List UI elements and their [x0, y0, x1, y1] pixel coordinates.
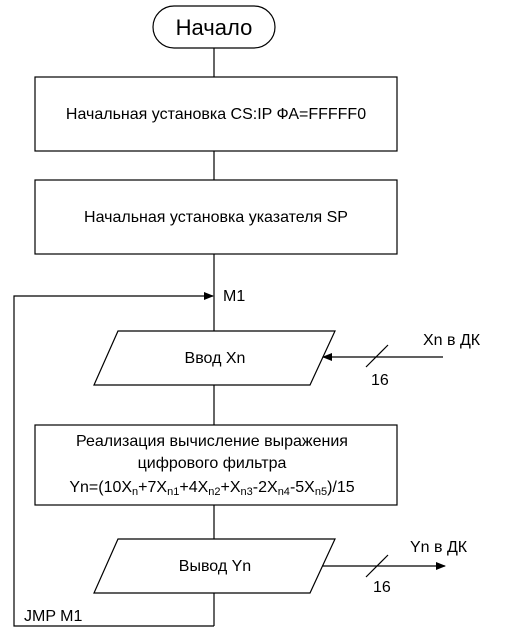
output-label: Вывод Yn: [179, 558, 251, 575]
formula-part: +X: [221, 479, 241, 496]
output-parallelogram: [93, 538, 336, 594]
formula-part: +4X: [179, 479, 208, 496]
formula-part: -2X: [253, 479, 278, 496]
filter-calc-block: [34, 424, 398, 506]
jump-loop-line: [13, 292, 214, 627]
formula-subscript: n5: [315, 486, 327, 498]
output-target-label: Yn в ДК: [410, 539, 468, 556]
start-label: Начало: [176, 15, 253, 40]
output-bus-slash: [365, 554, 389, 578]
formula-subscript: n1: [167, 486, 179, 498]
formula-subscript: n3: [241, 486, 253, 498]
init-csip-block: [34, 76, 398, 152]
formula-part: Yn=(10X: [69, 479, 132, 496]
formula-part: )/15: [327, 479, 355, 496]
formula-subscript: n2: [208, 486, 220, 498]
input-bus-width: 16: [371, 372, 389, 389]
formula-part: +7X: [138, 479, 167, 496]
input-source-label: Xn в ДК: [423, 332, 481, 349]
jump-label: JMP M1: [24, 608, 82, 625]
output-bus-width: 16: [373, 579, 391, 596]
label-m1: M1: [223, 288, 245, 305]
init-csip-label: Начальная установка CS:IP ФА=FFFFF0: [66, 106, 366, 123]
calc-line2: цифрового фильтра: [138, 455, 287, 472]
formula-part: -5X: [290, 479, 315, 496]
input-parallelogram: [93, 330, 336, 386]
input-label: Ввод Xn: [185, 350, 246, 367]
formula-subscript: n: [132, 486, 138, 498]
calc-line1: Реализация вычисление выражения: [76, 433, 348, 450]
calc-formula: Yn=(10Xn+7Xn1+4Xn2+Xn3-2Xn4-5Xn5)/15: [69, 479, 354, 498]
init-sp-label: Начальная установка указателя SP: [84, 209, 348, 226]
formula-subscript: n4: [278, 486, 290, 498]
init-sp-block: [34, 179, 398, 255]
input-bus-slash: [365, 344, 389, 368]
